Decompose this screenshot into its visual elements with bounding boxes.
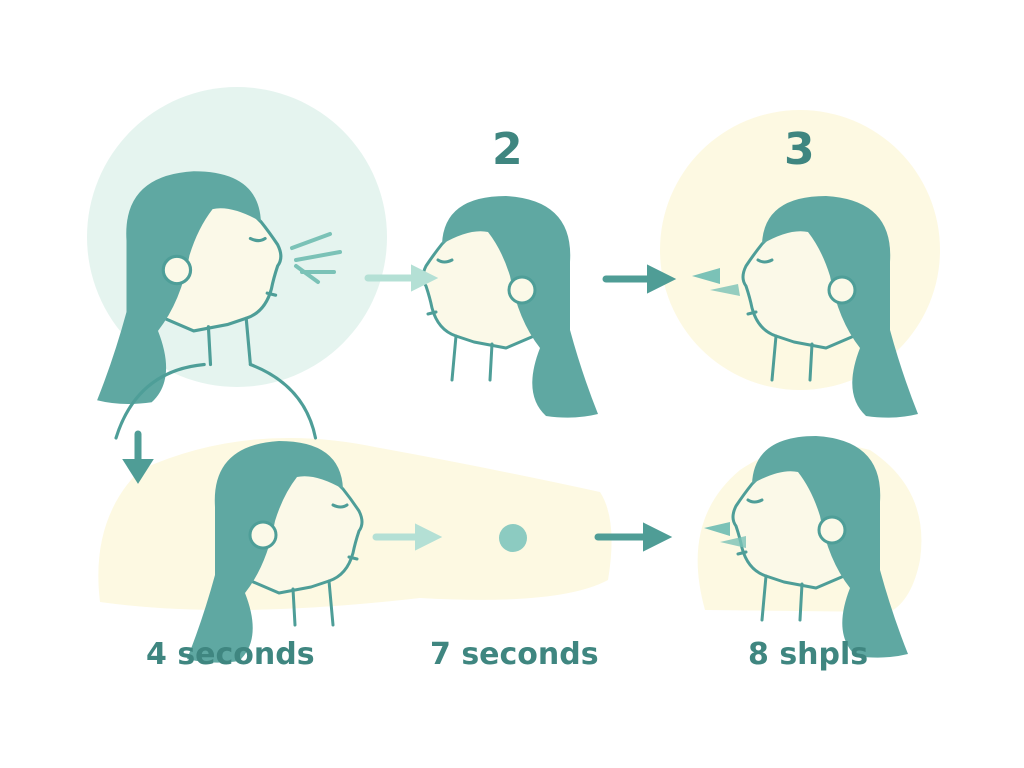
- arrow-right-light-1: [364, 264, 439, 292]
- breath-puff-5: [704, 522, 746, 548]
- duration-label-3: 8 shpls: [748, 637, 869, 672]
- exhale-breath-lines: [290, 232, 342, 284]
- breath-puff-3: [692, 268, 740, 296]
- arrow-right-dark-4: [594, 522, 673, 552]
- step-number-3: 3: [784, 124, 815, 175]
- arrow-down: [122, 430, 154, 484]
- arrow-right-dark-2: [602, 264, 677, 294]
- duration-label-1: 4 seconds: [146, 637, 315, 672]
- duration-label-2: 7 seconds: [430, 637, 599, 672]
- hold-dot: [499, 524, 527, 552]
- figure-hold-2: [423, 196, 598, 418]
- figure-exhale-1: [95, 169, 318, 440]
- step-number-2: 2: [492, 124, 523, 175]
- arrow-right-light-3: [372, 523, 443, 551]
